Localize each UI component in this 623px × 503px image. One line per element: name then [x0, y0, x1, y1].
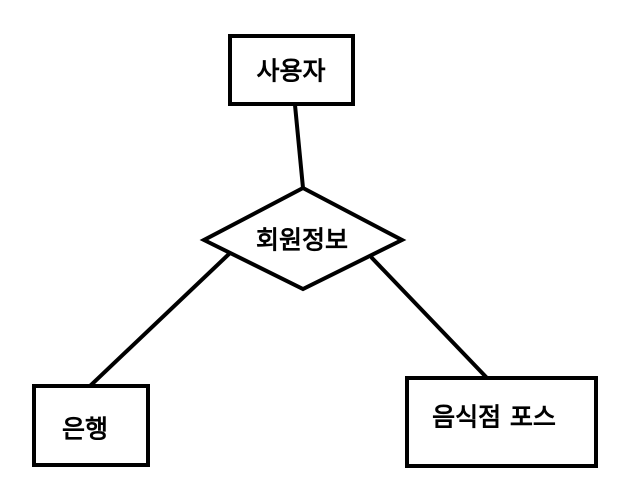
- entity-bank: 은행: [32, 384, 150, 467]
- connectors: [88, 103, 489, 388]
- entity-user-label: 사용자: [256, 57, 325, 86]
- entity-user-box: [228, 34, 355, 106]
- relationship-label: 회원정보: [256, 226, 348, 255]
- entity-restaurant-pos-box: [405, 376, 598, 468]
- entity-restaurant-pos: 음식점 포스: [405, 376, 598, 468]
- connector-relationship-bank: [88, 251, 232, 388]
- entity-bank-label: 은행: [62, 415, 108, 444]
- entity-user: 사용자: [228, 34, 355, 106]
- connector-relationship-pos: [370, 256, 489, 380]
- relationship-diamond: [199, 185, 407, 292]
- connector-user-relationship: [293, 103, 305, 190]
- entity-restaurant-pos-label: 음식점 포스: [432, 403, 556, 432]
- relationship-member-info: 회원정보: [199, 185, 407, 292]
- entity-bank-box: [32, 384, 150, 467]
